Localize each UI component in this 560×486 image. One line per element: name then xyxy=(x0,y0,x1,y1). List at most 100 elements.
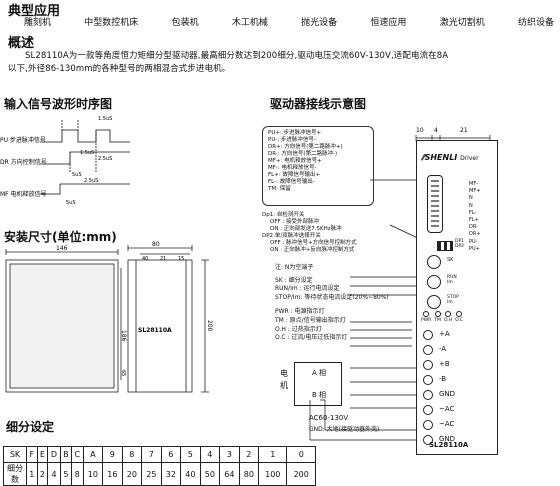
application-item: 包装机 xyxy=(171,18,199,28)
count-cell: 5 xyxy=(59,462,73,486)
dim-side-sub-3: 15 xyxy=(178,256,184,262)
led-indicator: TM xyxy=(434,311,441,323)
led-indicator: O.H xyxy=(444,311,452,323)
pin-legend-item: MF+: 电机释放信号+ xyxy=(268,158,322,164)
terminal-screw[interactable]: -A xyxy=(423,342,455,357)
overview-heading: 概述 xyxy=(8,36,35,51)
terminal-label: +A xyxy=(439,330,450,338)
dim-height-left: 186 xyxy=(120,330,127,342)
stop-knob[interactable] xyxy=(427,295,441,309)
run-knob[interactable] xyxy=(427,275,441,289)
led-dot xyxy=(445,311,452,317)
dp1-title: Dp1: 自检测开关 xyxy=(262,212,305,218)
led-label: O.H xyxy=(443,318,453,323)
applications-heading: 典型应用 xyxy=(8,4,61,19)
sk-cell: 3 xyxy=(219,446,240,463)
stop-sub-text: Im xyxy=(447,300,453,305)
side-pin-label: DR+ xyxy=(469,231,481,238)
sk-cell: 7 xyxy=(141,446,162,463)
note-oc: O.C : 过流/电压过低指示灯 xyxy=(275,334,348,342)
count-cell: 10 xyxy=(82,462,104,486)
timing-label-6: 5uS xyxy=(66,200,76,206)
dip1-label: DP1 xyxy=(455,239,465,244)
terminal-screw[interactable]: +B xyxy=(423,357,455,372)
terminal-screw[interactable]: GND xyxy=(423,387,455,402)
dp2-title: DP2:单/双脉冲选择开关 xyxy=(262,233,321,239)
timing-label-4: 5uS xyxy=(72,172,82,178)
terminal-screw[interactable]: GND xyxy=(423,432,455,447)
applications-list: 雕刻机中型数控机床包装机木工机械抛光设备恒速应用激光切割机纺织设备 xyxy=(24,15,554,28)
dip-switch[interactable] xyxy=(437,241,453,251)
dip-labels: DP1 DP2 xyxy=(455,239,464,249)
pin-legend-item: TM: 保留 xyxy=(268,186,291,192)
motor-phase-a: A 相 xyxy=(312,369,327,377)
count-cell: 40 xyxy=(180,462,201,486)
overview-line-1: SL28110A为一款等角度恒力矩细分型驱动器,最高细分数达到200细分,驱动电… xyxy=(25,51,449,61)
dp1-on: ON : 正向部发送7.5KHz脉冲 xyxy=(270,226,342,232)
side-pin-label: MF+ xyxy=(469,188,481,195)
note-n: 注: N为空端子 xyxy=(275,264,314,271)
screw-icon xyxy=(423,359,433,370)
count-cell: 8 xyxy=(71,462,84,486)
side-pin-label: FL- xyxy=(469,209,477,216)
brand-name: SHENLI xyxy=(424,153,458,162)
led-dot xyxy=(456,311,463,317)
led-label: PWR xyxy=(421,318,432,323)
screw-icon xyxy=(423,389,433,400)
pin-legend-list: PU+: 步进脉冲信号+PU-: 步进脉冲信号-DR+: 方向信号(第二路脉冲+… xyxy=(263,127,373,196)
terminal-screw[interactable]: ~AC xyxy=(423,402,455,417)
pin-legend-item: DR-: 方向信号(第二路脉冲-) xyxy=(268,151,338,157)
sk-knob[interactable] xyxy=(427,255,441,269)
brand-suffix: Driver xyxy=(460,155,479,162)
led-label: O.C xyxy=(455,318,464,323)
terminal-label: GND xyxy=(439,390,456,398)
stop-text: STOP xyxy=(447,295,459,300)
dp2-off: OFF : 脉冲信号+方向信号控制方式 xyxy=(270,240,357,246)
count-cell: 25 xyxy=(141,462,162,486)
pin-legend-item: PU+: 步进脉冲信号+ xyxy=(268,130,322,136)
sk-cell: 5 xyxy=(180,446,201,463)
timing-label-2: 1.5uS xyxy=(80,150,94,156)
note-tm: TM : 原点/信号输出指示灯 xyxy=(275,316,346,324)
screw-icon xyxy=(423,344,433,355)
application-item: 激光切割机 xyxy=(439,18,485,28)
note-stop: STOP/Im: 等待状态电流设定(20%~80%) xyxy=(275,293,389,301)
application-item: 雕刻机 xyxy=(24,18,52,28)
timing-label-3: 2.5uS xyxy=(98,156,112,162)
dim-side-sub-2: 21 xyxy=(160,256,166,262)
note-run: RUN/Im : 运行电流设定 xyxy=(275,285,340,293)
motor-phase-b: B 相 xyxy=(312,391,327,399)
power-ac: AC60-130V xyxy=(309,414,349,422)
note-oh: O.H : 过热指示灯 xyxy=(275,325,322,333)
sk-cell: D xyxy=(47,446,61,463)
count-cell: 1 xyxy=(26,462,38,486)
timing-signal-mf: MF 电机释放信号 xyxy=(0,190,47,198)
screw-icon xyxy=(423,374,433,385)
screw-icon xyxy=(423,419,433,430)
run-text: RUN xyxy=(447,275,457,280)
side-pin-label: PU+ xyxy=(469,245,480,252)
count-header-cell: 细分数 xyxy=(3,462,27,486)
count-cell: 50 xyxy=(199,462,221,486)
driver-dim-3: 21 xyxy=(460,127,468,134)
wiring-heading: 驱动器接线示意图 xyxy=(270,97,367,111)
dim-side-width: 80 xyxy=(152,241,160,248)
pin-legend-item: MF-: 电机释放信号- xyxy=(268,165,317,171)
led-indicator: O.C xyxy=(455,311,463,323)
count-cell: 64 xyxy=(219,462,240,486)
dp1-off: OFF : 接受外部脉冲 xyxy=(270,219,320,225)
terminal-screw[interactable]: -B xyxy=(423,372,455,387)
count-cell: 2 xyxy=(36,462,49,486)
side-pin-label: N xyxy=(469,195,473,202)
signal-connector xyxy=(427,175,443,233)
terminal-screw[interactable]: ~AC xyxy=(423,417,455,432)
dimensions-drawing: 146 80 40 21 15 186 200 65 SL28110A xyxy=(5,241,213,393)
side-pin-label: FL+ xyxy=(469,217,479,224)
run-sub-text: Im xyxy=(447,280,453,285)
terminal-screw[interactable]: +A xyxy=(423,327,455,342)
dimensions-heading: 安装尺寸(单位:mm) xyxy=(4,230,117,244)
